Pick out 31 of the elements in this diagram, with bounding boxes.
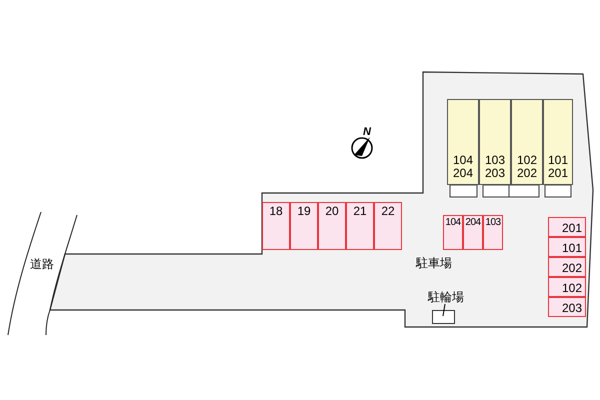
unit-number: 103: [484, 154, 506, 167]
road-label: 道路: [30, 258, 54, 270]
unit-number: 203: [484, 167, 506, 180]
parking-space: 20: [318, 202, 346, 250]
parking-space: 22: [374, 202, 402, 250]
parking-space: 18: [262, 202, 290, 250]
parking-space: 101: [548, 237, 586, 257]
parking-space: 21: [346, 202, 374, 250]
bicycle-parking-label: 駐輪場: [428, 291, 464, 303]
bicycle-rack: [432, 310, 455, 324]
parking-space: 19: [290, 202, 318, 250]
leader-line: [442, 304, 446, 316]
north-letter: N: [363, 127, 371, 138]
parking-space: 104: [443, 215, 463, 250]
apartment-unit: [543, 99, 573, 185]
parking-space: 201: [548, 217, 586, 237]
parking-space: 102: [548, 277, 586, 297]
apartment-unit: [479, 99, 511, 185]
unit-number: 202: [516, 167, 538, 180]
parking-space: 204: [463, 215, 483, 250]
unit-number: 201: [548, 167, 568, 180]
unit-number: 204: [452, 167, 474, 180]
apartment-unit: [511, 99, 543, 185]
parking-space: 103: [483, 215, 503, 250]
apartment-unit: [447, 99, 479, 185]
unit-number: 104: [452, 154, 474, 167]
parking-space: 202: [548, 257, 586, 277]
unit-number: 101: [548, 154, 568, 167]
parking-lot-label: 駐車場: [416, 257, 452, 269]
parking-space: 203: [548, 297, 586, 317]
unit-number: 102: [516, 154, 538, 167]
